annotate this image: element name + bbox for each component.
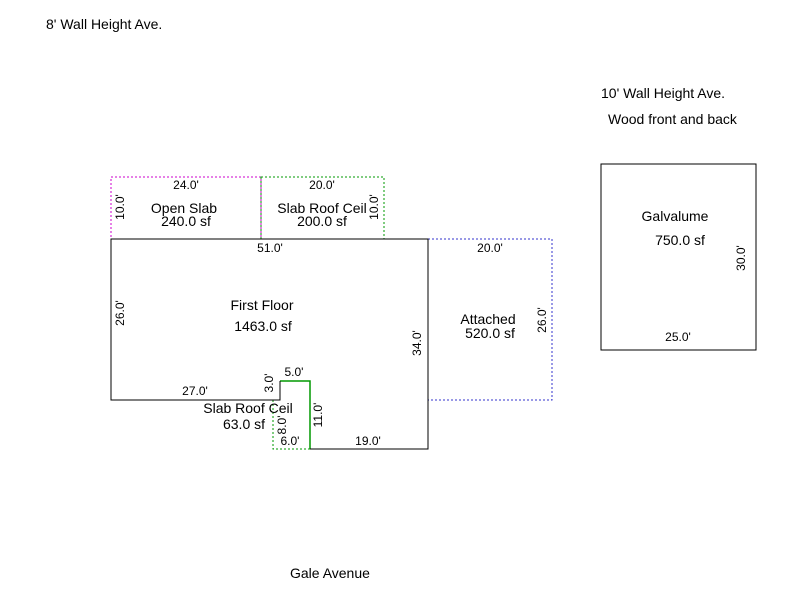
galvalume-outline [600, 163, 757, 351]
dim-slab-roof-side: 10.0' [367, 194, 381, 220]
dim-open-slab-side: 10.0' [113, 194, 127, 220]
dim-ff-bottom-left: 27.0' [182, 384, 208, 398]
slab-roof-bottom-area: 63.0 sf [223, 416, 265, 432]
dim-srb-left: 8.0' [275, 416, 289, 435]
open-slab-name: Open Slab [151, 200, 217, 216]
dim-notch-right: 11.0' [311, 403, 325, 428]
slab-roof-top-name: Slab Roof Ceil [277, 200, 367, 216]
galvalume-area: 750.0 sf [655, 232, 705, 248]
dim-open-slab-top: 24.0' [173, 178, 199, 192]
dim-srb-bottom: 6.0' [281, 434, 300, 448]
attached-area: 520.0 sf [465, 325, 515, 341]
dim-slab-roof-top: 20.0' [309, 178, 335, 192]
open-slab-outline [110, 176, 262, 240]
dim-att-right: 26.0' [535, 307, 549, 333]
dim-galv-bottom: 25.0' [665, 330, 691, 344]
dim-att-top: 20.0' [477, 241, 503, 255]
dim-ff-right: 34.0' [410, 330, 424, 356]
first-floor-area: 1463.0 sf [234, 318, 292, 334]
wood-note: Wood front and back [608, 111, 738, 127]
dim-ff-top: 51.0' [257, 241, 283, 255]
dim-galv-right: 30.0' [734, 245, 748, 271]
notch-green-edges [280, 380, 311, 449]
attached-name: Attached [460, 311, 515, 327]
galvalume-name: Galvalume [642, 208, 709, 224]
dim-ff-bottom-right: 19.0' [355, 434, 381, 448]
slab-roof-bottom-name: Slab Roof Ceil [203, 400, 293, 416]
slab-roof-top-area: 200.0 sf [297, 213, 347, 229]
wall-height-right-note: 10' Wall Height Ave. [601, 85, 725, 101]
first-floor-name: First Floor [231, 297, 294, 313]
dim-notch-top: 5.0' [285, 365, 304, 379]
dim-notch-left: 3.0' [262, 374, 276, 393]
open-slab-area: 240.0 sf [161, 213, 211, 229]
slab-roof-bottom-outline [272, 400, 310, 450]
first-floor-outline [110, 238, 429, 450]
dim-ff-left: 26.0' [113, 300, 127, 326]
slab-roof-top-outline [260, 176, 385, 240]
wall-height-left-note: 8' Wall Height Ave. [46, 16, 162, 32]
street-label: Gale Avenue [290, 565, 370, 581]
